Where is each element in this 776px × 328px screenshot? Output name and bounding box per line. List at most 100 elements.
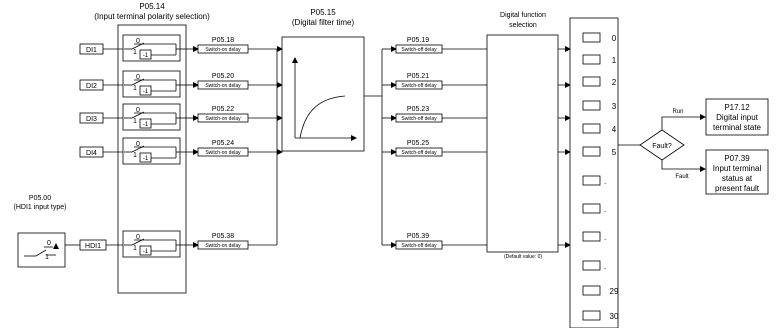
switch-opt-1: 1: [133, 49, 137, 56]
function-slot-label: 3: [612, 102, 617, 111]
function-slot-box: [582, 100, 601, 111]
switch-opt-1: 1: [133, 118, 137, 125]
hdi-type-desc: (HDI1 input type): [14, 204, 67, 211]
switch-opt-0: 0: [136, 38, 140, 45]
fault-label: Fault: [675, 174, 689, 180]
function-slot-label: .: [604, 205, 606, 214]
invert-block: [139, 152, 152, 163]
switch-opt-1: 1: [133, 85, 137, 92]
switch-off-code: P05.39: [407, 233, 429, 240]
switch-off-label: Switch-off delay: [401, 150, 437, 156]
function-sel-line1: Digital function: [500, 12, 546, 19]
fault-output-box: [705, 149, 769, 195]
run-label: Run: [672, 109, 683, 115]
switch-on-label: Switch-on delay: [205, 243, 241, 249]
input-terminal-label: DI3: [86, 116, 97, 123]
invert-block: [139, 49, 152, 60]
function-slot-box: [582, 54, 601, 65]
function-slot-box: [582, 231, 601, 242]
switch-off-code: P05.23: [407, 106, 429, 113]
switch-off-label: Switch-off delay: [401, 243, 437, 249]
filter-box: [281, 36, 365, 152]
input-terminal-label: DI4: [86, 150, 97, 157]
run-output-line1: Digital input: [716, 113, 759, 122]
function-slot-label: .: [604, 177, 606, 186]
fault-output-code: P07.39: [724, 154, 750, 163]
switch-on-label: Switch-on delay: [205, 150, 241, 156]
function-sel-line2: selection: [509, 22, 537, 29]
input-terminal-label: DI1: [86, 47, 97, 54]
switch-off-code: P05.21: [407, 73, 429, 80]
function-slot-box: [582, 175, 601, 186]
fault-output-line1: Input terminal: [713, 164, 762, 173]
switch-on-code: P05.38: [212, 233, 234, 240]
invert-label: -1: [143, 249, 149, 255]
filter-code: P05.15: [310, 8, 336, 17]
invert-label: -1: [143, 122, 149, 128]
polarity-code: P05.14: [139, 2, 165, 11]
run-output-code: P17.12: [724, 103, 750, 112]
function-slot-box: [582, 146, 601, 157]
switch-on-code: P05.24: [212, 140, 234, 147]
function-slot-box: [582, 285, 601, 296]
polarity-switch-box: [122, 70, 181, 98]
hdi-type-code: P05.00: [29, 195, 51, 202]
function-slot-box: [582, 32, 601, 43]
input-terminal-label: HDI1: [85, 243, 101, 250]
function-slot-label: 0: [612, 34, 617, 43]
switch-on-label: Switch-on delay: [205, 116, 241, 122]
fault-output-line2: status at: [722, 174, 753, 183]
function-slots: 0 1 2 3 4 5.... 29 30: [582, 32, 619, 321]
invert-block: [139, 118, 152, 129]
invert-block: [139, 245, 152, 256]
polarity-switch-box: [122, 230, 181, 258]
polarity-switch-box: [122, 103, 181, 131]
function-slot-label: .: [604, 262, 606, 271]
polarity-switch-box: [122, 137, 181, 165]
invert-label: -1: [143, 53, 149, 59]
invert-label: -1: [143, 156, 149, 162]
run-output-box: [705, 98, 769, 136]
function-slot-box: [582, 203, 601, 214]
switch-on-label: Switch-on delay: [205, 83, 241, 89]
function-slot-label: 29: [610, 287, 619, 296]
function-block: [486, 34, 559, 253]
polarity-switch-box: [122, 34, 181, 62]
function-slot-box: [582, 76, 601, 87]
switch-off-code: P05.25: [407, 140, 429, 147]
switch-on-code: P05.20: [212, 73, 234, 80]
switch-opt-0: 0: [136, 107, 140, 114]
switch-off-label: Switch-off delay: [401, 47, 437, 53]
switch-off-label: Switch-off delay: [401, 83, 437, 89]
invert-block: [139, 85, 152, 96]
function-slot-label: 1: [612, 56, 617, 65]
function-slot-label: 30: [610, 312, 619, 321]
switch-off-label: Switch-off delay: [401, 116, 437, 122]
switch-opt-1: 1: [133, 152, 137, 159]
decision-label: Fault?: [652, 143, 672, 150]
switch-opt-1: 1: [133, 245, 137, 252]
function-slot-box: [582, 123, 601, 134]
fault-output-line3: present fault: [715, 184, 760, 193]
polarity-desc: (Input terminal polarity selection): [94, 12, 210, 21]
function-slot-box: [582, 260, 601, 271]
filter-desc: (Digital filter time): [292, 18, 355, 27]
invert-label: -1: [143, 89, 149, 95]
filter-curve: [299, 95, 346, 139]
run-output-line2: terminal state: [713, 123, 762, 132]
function-slot-label: 5: [612, 148, 617, 157]
function-default: (Default value: 0): [504, 254, 542, 260]
switch-opt-0: 0: [136, 234, 140, 241]
function-slot-label: 4: [612, 125, 617, 134]
switch-on-code: P05.22: [212, 106, 234, 113]
function-slot-label: 2: [612, 78, 617, 87]
function-slot-box: [582, 310, 601, 321]
input-terminal-label: DI2: [86, 83, 97, 90]
slots-block: [569, 17, 619, 328]
switch-on-label: Switch-on delay: [205, 47, 241, 53]
switch-opt-0: 0: [136, 141, 140, 148]
function-slot-label: .: [604, 233, 606, 242]
switch-on-code: P05.18: [212, 37, 234, 44]
hdi-type-opt1: 1: [45, 254, 49, 261]
switch-off-code: P05.19: [407, 37, 429, 44]
